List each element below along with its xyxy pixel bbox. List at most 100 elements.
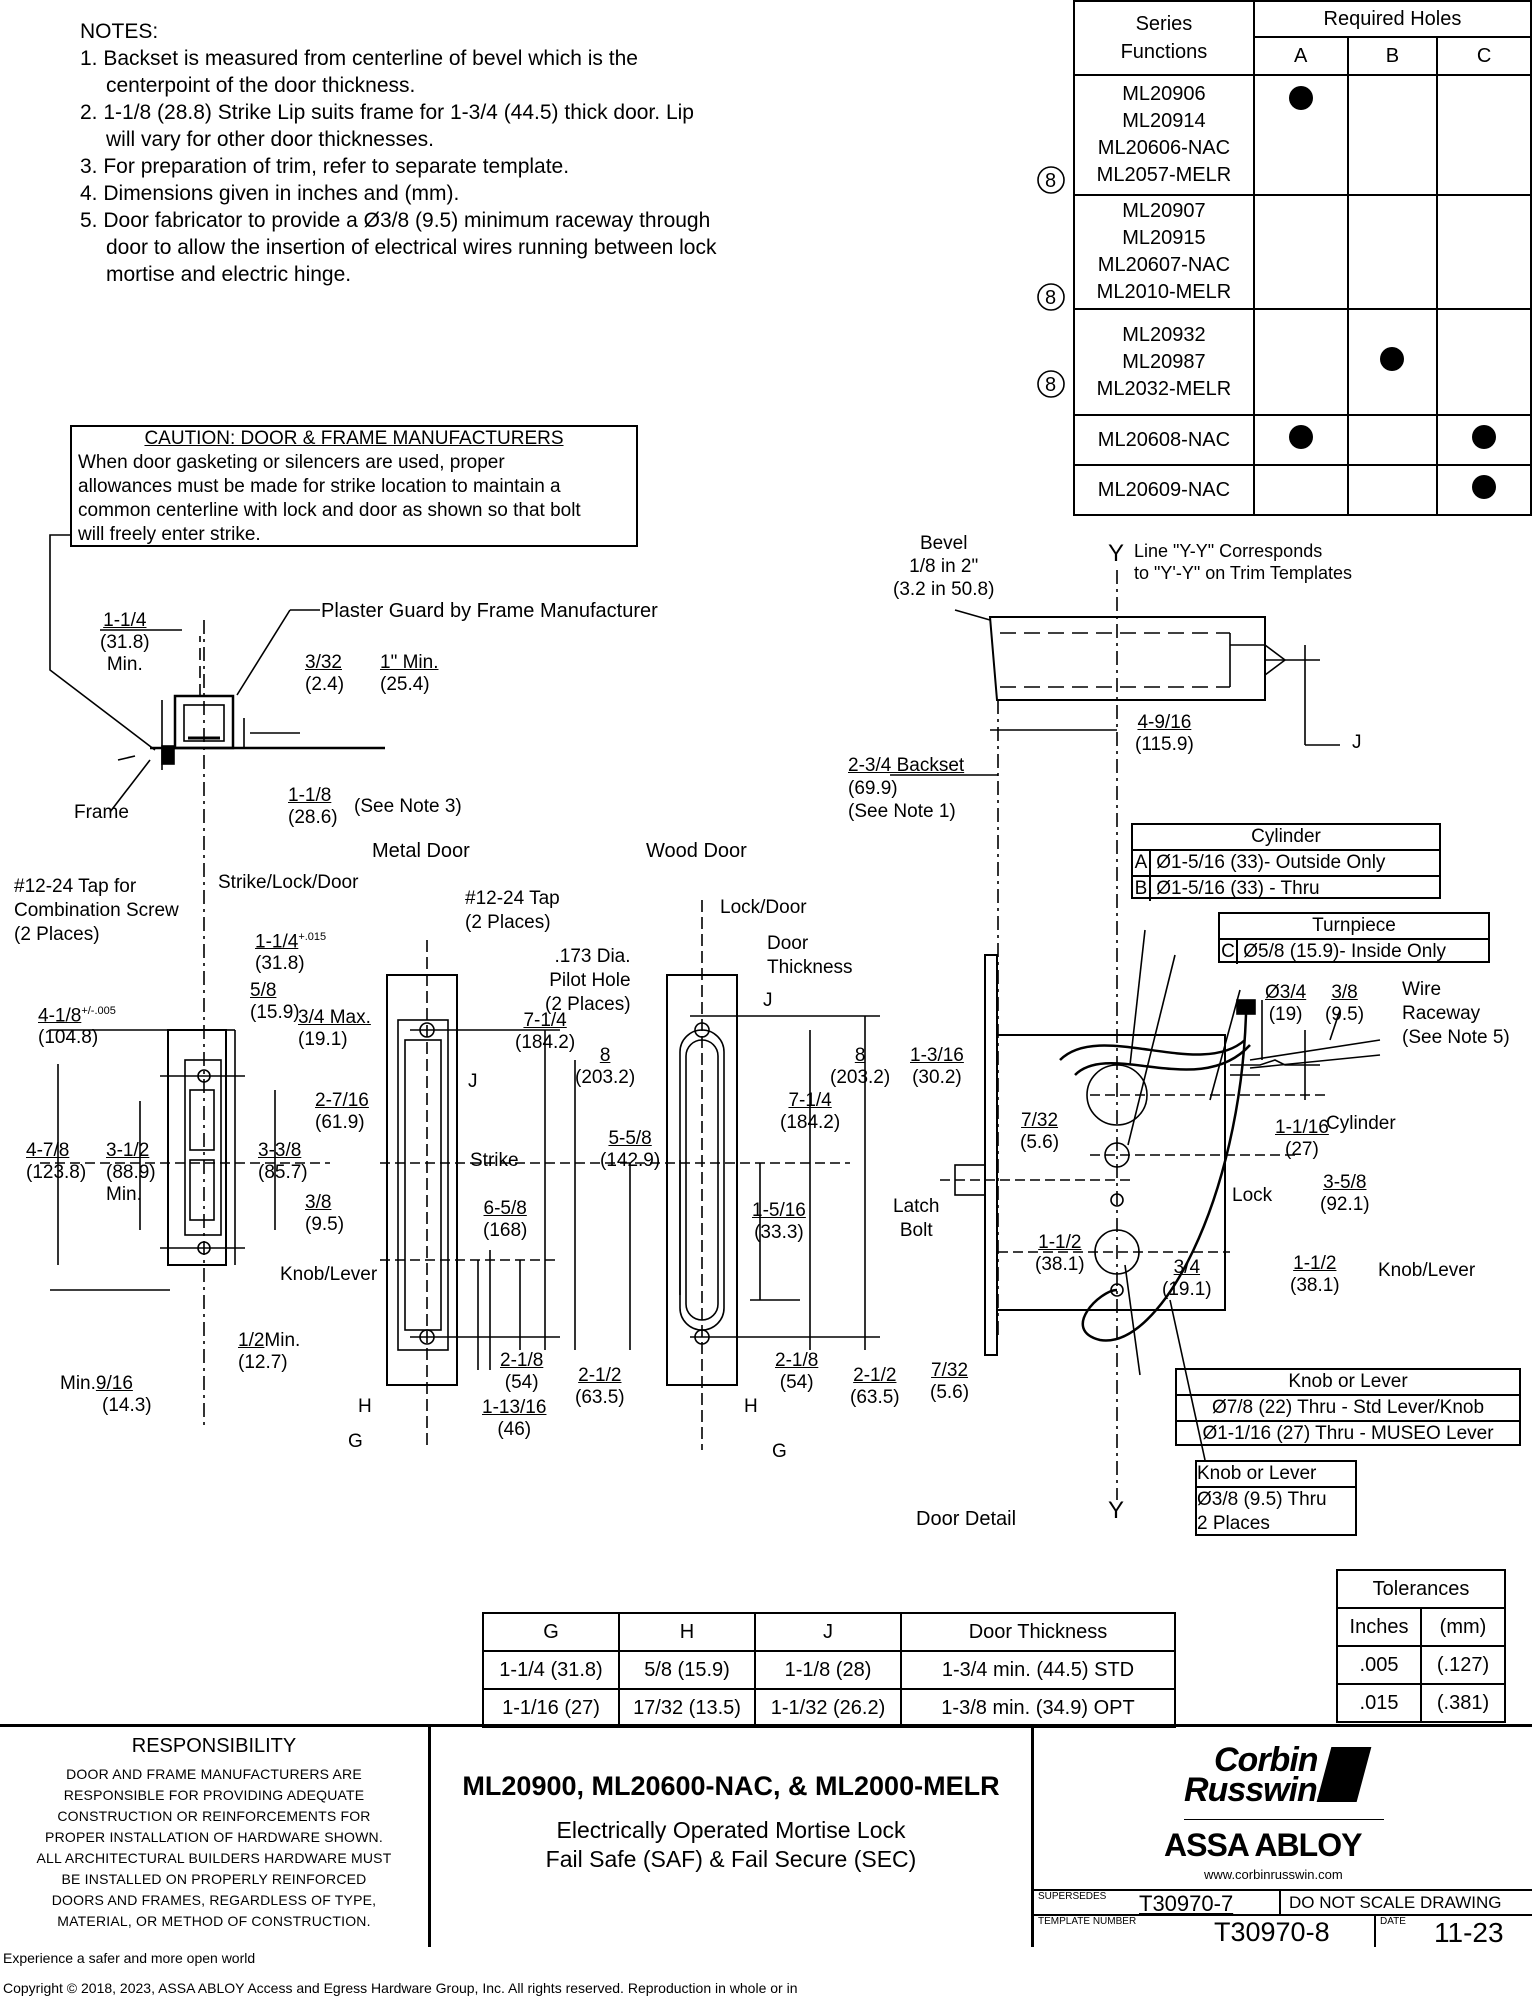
note-8-marker [1037, 370, 1065, 398]
required-holes-header: Required Holes [1252, 0, 1532, 38]
dim-4-1-8: 4-1/8+/-.005(104.8) [38, 1005, 116, 1049]
caution-line: will freely enter strike. [78, 524, 261, 545]
cylinder-cl-label: Cylinder [1326, 1113, 1396, 1134]
j-label-bevel: J [1352, 732, 1362, 753]
dim-5-8: 5/8(15.9) [250, 980, 300, 1023]
note-text: centerpoint of the door thickness. [106, 74, 416, 97]
dim-4-9-16: 4-9/16(115.9) [1135, 712, 1194, 755]
dim-lip: 3/32(2.4) [305, 652, 345, 695]
date-label: DATE [1380, 1916, 1406, 1927]
plaster-guard-label: Plaster Guard by Frame Manufacturer [321, 600, 658, 622]
required-hole-dot [1472, 475, 1497, 499]
date-value: 11-23 [1434, 1917, 1504, 1948]
y-bottom-label: Y [1108, 1497, 1125, 1524]
note-text: mortise and electric hinge. [106, 263, 352, 286]
dim-2-1-2-metal: 2-1/2(63.5) [575, 1365, 625, 1408]
dim-1-1-2-lever: 1-1/2(38.1) [1035, 1232, 1085, 1275]
j-label-wood: J [763, 990, 773, 1011]
tap-label: #12-24 Tap(2 Places) [465, 888, 560, 933]
table-row: .005(.127) [1336, 1645, 1506, 1685]
note-8-marker-text: 8 [1045, 170, 1056, 192]
note-number: 1. [80, 47, 98, 70]
strike-lock-door-label: Strike/Lock/Door [218, 872, 359, 893]
functions-cell: ML20608-NAC [1073, 414, 1255, 466]
dim-7-1-4-wood: 7-1/4(184.2) [780, 1090, 841, 1133]
h-label-wood: H [744, 1396, 758, 1417]
dim-2-1-8-wood: 2-1/8(54) [775, 1350, 819, 1393]
knob-lever-box-2-row: Ø3/8 (9.5) Thru [1197, 1489, 1327, 1510]
product-title-section: ML20900, ML20600-NAC, & ML2000-MELR Elec… [431, 1727, 1034, 1947]
knob-lever-box-2: Knob or Lever Ø3/8 (9.5) Thru 2 Places [1195, 1460, 1357, 1536]
responsibility-title: RESPONSIBILITY [131, 1735, 297, 1757]
door-thickness-table: G H J Door Thickness 1-1/4 (31.8)5/8 (15… [482, 1612, 1176, 1728]
template-number-label: TEMPLATE NUMBER [1038, 1916, 1137, 1927]
assa-abloy-logo: ASSA ABLOY [1164, 1827, 1362, 1863]
note-text: For preparation of trim, refer to separa… [103, 155, 570, 178]
y-top-label: Y [1108, 540, 1125, 567]
product-title: ML20900, ML20600-NAC, & ML2000-MELR [462, 1771, 1000, 1801]
g-label-metal: G [348, 1431, 363, 1452]
dim-frame-width: 1-1/4(31.8)Min. [100, 610, 150, 675]
backset-label: 2-3/4 Backset(69.9)(See Note 1) [848, 755, 965, 822]
table-row: 1-1/16 (27)17/32 (13.5)1-1/32 (26.2)1-3/… [482, 1688, 1176, 1728]
tolerances-table: Tolerances Inches(mm) .005(.127) .015(.3… [1336, 1569, 1506, 1723]
pilot-hole-label: .173 Dia.Pilot Hole(2 Places) [545, 946, 631, 1015]
functions-cell: ML20609-NAC [1073, 464, 1255, 516]
note-8-marker-text: 8 [1045, 287, 1056, 309]
lock-cl-label: Lock [1232, 1185, 1273, 1206]
dim-9-16: Min.9/16(14.3) [60, 1373, 152, 1416]
dim-6-5-8: 6-5/8(168) [483, 1198, 528, 1241]
dim-2-1-8-metal: 2-1/8(54) [500, 1350, 544, 1393]
caution-line: common centerline with lock and door as … [78, 500, 581, 521]
note-number: 3. [80, 155, 98, 178]
dim-3-1-2: 3-1/2(88.9)Min. [106, 1140, 156, 1205]
dim-raceway-dia: Ø3/4(19) [1265, 982, 1307, 1025]
dim-1-13-16: 1-13/16(46) [482, 1397, 547, 1440]
dim-1-5-16: 1-5/16(33.3) [752, 1200, 806, 1243]
dim-3-4-max: 3/4 Max.(19.1) [298, 1007, 371, 1050]
table-header: Inches [1336, 1607, 1422, 1647]
caution-title: CAUTION: DOOR & FRAME MANUFACTURERS [144, 428, 564, 449]
note-text: Backset is measured from centerline of b… [103, 47, 638, 70]
note-text: will vary for other door thicknesses. [106, 128, 434, 151]
required-hole-dot [1380, 347, 1405, 371]
table-header: H [618, 1612, 756, 1652]
table-header: (mm) [1420, 1607, 1506, 1647]
frame-label: Frame [74, 802, 129, 823]
dim-7-32-top: 7/32(5.6) [1020, 1110, 1060, 1153]
dim-1-3-16: 1-3/16(30.2) [910, 1045, 964, 1088]
table-row: .015(.381) [1336, 1683, 1506, 1723]
lock-template-drawing: 888 [40, 166, 1381, 1500]
notes-heading: NOTES: [80, 20, 159, 43]
supersedes-label: SUPERSEDES [1038, 1891, 1107, 1902]
dim-8-metal: 8(203.2) [575, 1045, 636, 1088]
required-hole-dot [1288, 425, 1313, 449]
logo-mark-icon [1316, 1747, 1372, 1802]
note-number: 5. [80, 209, 98, 232]
table-header: J [754, 1612, 902, 1652]
required-hole-dot [1472, 425, 1497, 449]
dim-1-1-2-knob: 1-1/2(38.1) [1290, 1253, 1340, 1296]
note-text: Dimensions given in inches and (mm). [103, 182, 460, 205]
note-number: 4. [80, 182, 98, 205]
note-8-marker [1037, 283, 1065, 311]
dim-3-5-8: 3-5/8(92.1) [1320, 1172, 1370, 1215]
knob-lever-box-row: Ø1-1/16 (27) Thru - MUSEO Lever [1202, 1423, 1494, 1444]
wood-door-label: Wood Door [646, 840, 747, 862]
metal-door-label: Metal Door [372, 840, 470, 862]
dim-8-wood: 8(203.2) [830, 1045, 891, 1088]
col-c-header: C [1436, 36, 1532, 76]
dim-3-8: 3/8(9.5) [305, 1192, 345, 1235]
knob-lever-label: Knob/Lever [280, 1264, 378, 1285]
h-label-metal: H [358, 1396, 372, 1417]
dim-strike-lip: 1-1/8(28.6) [288, 785, 338, 828]
template-number: T30970-8 [1214, 1917, 1330, 1947]
do-not-scale-label: DO NOT SCALE DRAWING [1289, 1893, 1502, 1912]
note-text: 1-1/8 (28.8) Strike Lip suits frame for … [103, 101, 694, 124]
see-note-3-label: (See Note 3) [354, 796, 462, 817]
dim-3-4-lever: 3/4(19.1) [1162, 1257, 1212, 1300]
